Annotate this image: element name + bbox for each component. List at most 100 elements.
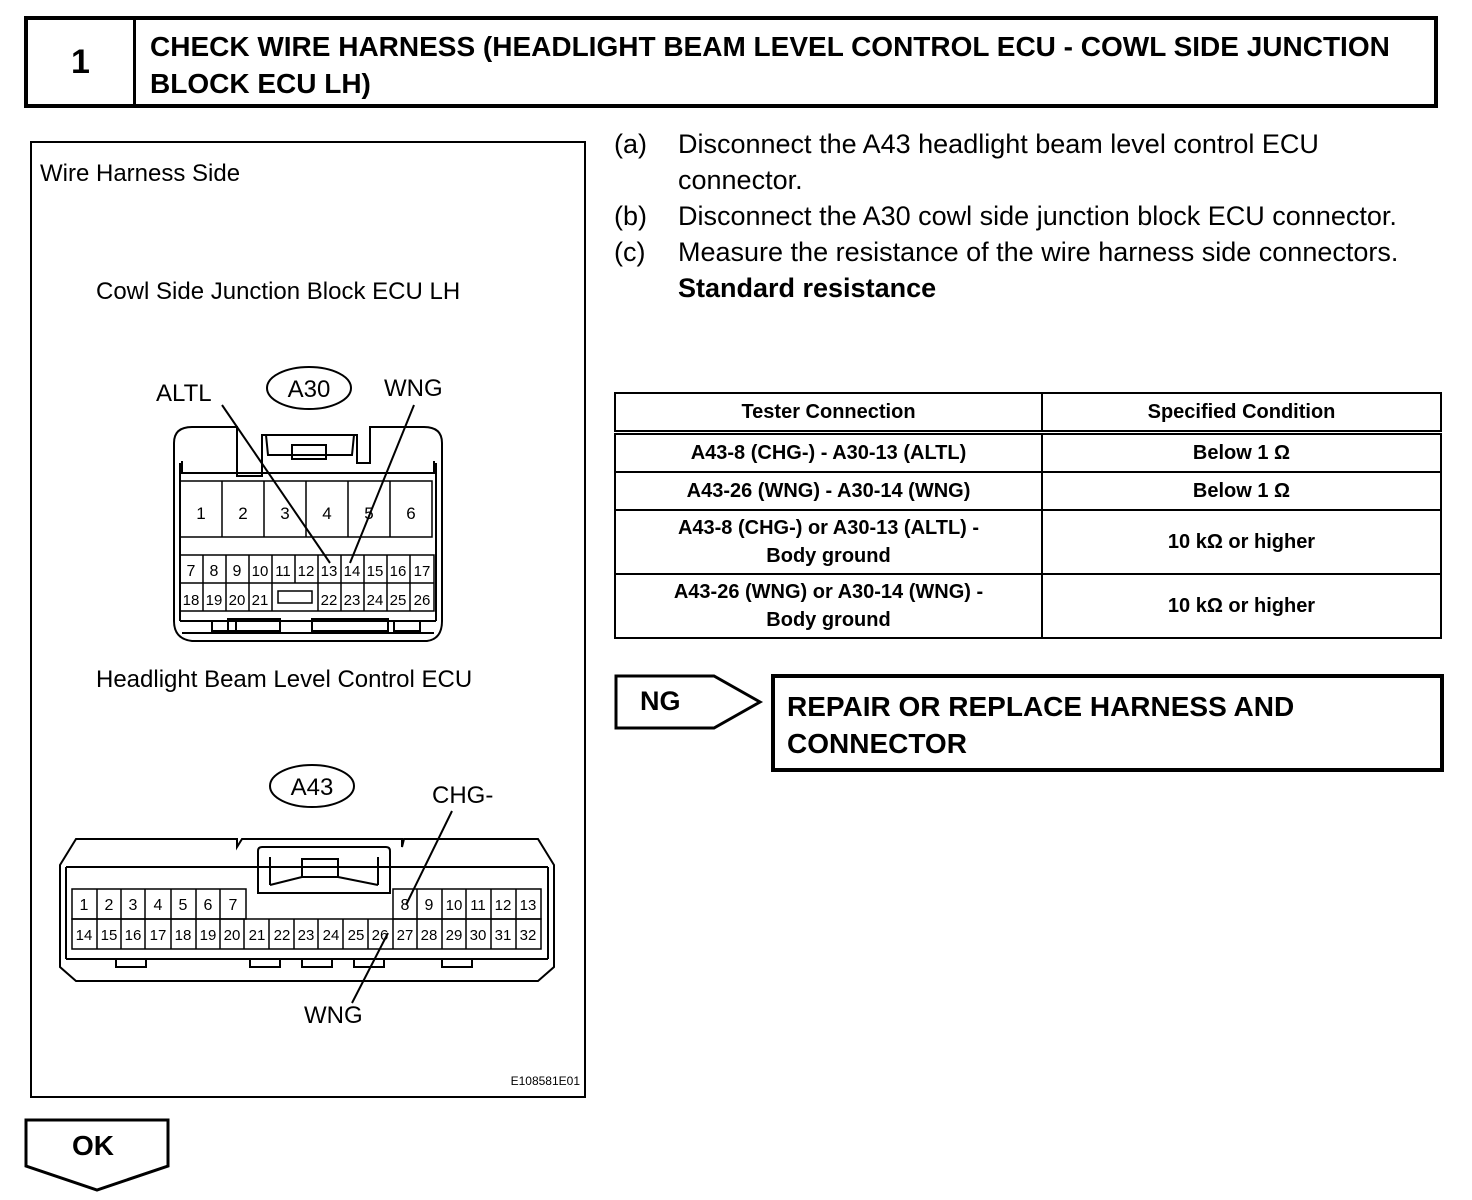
a43-pin: 29 — [446, 927, 463, 944]
a30-pin: 23 — [344, 592, 361, 609]
a30-pin: 21 — [252, 592, 269, 609]
a43-pin: 5 — [179, 897, 188, 914]
a30-pin: 24 — [367, 592, 384, 609]
table-cell: A43-26 (WNG) or A30-14 (WNG) - Body grou… — [614, 573, 1043, 639]
a30-pin: 25 — [390, 592, 407, 609]
ng-result-box: REPAIR OR REPLACE HARNESS AND CONNECTOR — [771, 674, 1444, 772]
a43-connector-name: Headlight Beam Level Control ECU — [96, 666, 472, 693]
a30-pin: 11 — [275, 563, 291, 580]
table-cell: 10 kΩ or higher — [1041, 573, 1442, 639]
ng-label: NG — [640, 686, 681, 716]
a30-pin: 14 — [344, 563, 361, 580]
a43-code: A43 — [291, 774, 334, 801]
table-row: A43-26 (WNG) - A30-14 (WNG) Below 1 Ω — [614, 471, 1442, 511]
table-cell: A43-8 (CHG-) - A30-13 (ALTL) — [614, 431, 1043, 473]
a30-pin: 7 — [187, 563, 196, 580]
a43-pin: 17 — [150, 927, 167, 944]
a43-pin: 21 — [249, 927, 266, 944]
a43-pin: 18 — [175, 927, 192, 944]
altl-leader-line — [221, 404, 331, 564]
a43-pin: 31 — [495, 927, 512, 944]
a30-pin: 13 — [321, 563, 338, 580]
table-cell: A43-26 (WNG) - A30-14 (WNG) — [614, 471, 1043, 511]
a30-label-wng: WNG — [384, 375, 443, 402]
instruction-text: Measure the resistance of the wire harne… — [678, 237, 1399, 267]
table-cell: A43-8 (CHG-) or A30-13 (ALTL) - Body gro… — [614, 509, 1043, 575]
step-title: CHECK WIRE HARNESS (HEADLIGHT BEAM LEVEL… — [150, 31, 1390, 99]
resistance-spec-table: Tester Connection Specified Condition A4… — [614, 392, 1442, 639]
a43-top-row-labels: 1 2 3 4 5 6 7 8 9 10 11 12 13 — [80, 897, 537, 914]
a43-pin: 13 — [520, 897, 537, 914]
a30-pin: 9 — [233, 563, 242, 580]
a43-pin: 12 — [495, 897, 512, 914]
instruction-label: (c) — [614, 237, 646, 267]
a43-pin: 11 — [470, 897, 486, 914]
a43-pin: 3 — [129, 897, 138, 914]
table-row: A43-8 (CHG-) - A30-13 (ALTL) Below 1 Ω — [614, 431, 1442, 473]
a30-bottom-row-labels: 18 19 20 21 22 23 24 25 26 — [183, 592, 431, 609]
instruction-item: (b) Disconnect the A30 cowl side junctio… — [614, 198, 1444, 234]
table-cell: Below 1 Ω — [1041, 431, 1442, 473]
a30-pin: 15 — [367, 563, 384, 580]
a43-pin: 15 — [101, 927, 118, 944]
table-cell: 10 kΩ or higher — [1041, 509, 1442, 575]
table-cell: Below 1 Ω — [1041, 471, 1442, 511]
instruction-item: (a) Disconnect the A43 headlight beam le… — [614, 126, 1444, 198]
a30-code: A30 — [288, 376, 331, 403]
table-header: Specified Condition — [1041, 392, 1442, 435]
a30-pin: 22 — [321, 592, 338, 609]
a30-pin: 19 — [206, 592, 223, 609]
a43-pin: 10 — [446, 897, 463, 914]
a43-pin: 2 — [105, 897, 114, 914]
a43-pin: 14 — [76, 927, 93, 944]
table-row: A43-8 (CHG-) or A30-13 (ALTL) - Body gro… — [614, 509, 1442, 575]
a43-pin: 25 — [348, 927, 365, 944]
a30-code-ellipse — [266, 366, 352, 410]
a43-pin: 20 — [224, 927, 241, 944]
a43-pin: 9 — [425, 897, 434, 914]
a30-connector-body — [173, 426, 443, 642]
a30-pin: 3 — [280, 504, 289, 523]
a30-pin: 16 — [390, 563, 407, 580]
step-number: 1 — [28, 20, 136, 104]
a43-pin: 7 — [229, 897, 238, 914]
table-header-row: Tester Connection Specified Condition — [614, 392, 1442, 435]
a30-pin: 12 — [298, 563, 315, 580]
a43-connector-body — [59, 838, 555, 982]
instruction-label: (a) — [614, 129, 647, 159]
standard-resistance-label: Standard resistance — [678, 273, 937, 303]
ok-label: OK — [72, 1130, 114, 1161]
a43-pin: 4 — [154, 897, 163, 914]
instructions: (a) Disconnect the A43 headlight beam le… — [614, 126, 1444, 306]
instruction-text: Disconnect the A30 cowl side junction bl… — [678, 201, 1397, 231]
instruction-text: Disconnect the A43 headlight beam level … — [678, 129, 1319, 195]
a30-pin: 20 — [229, 592, 246, 609]
a30-pin: 17 — [414, 563, 431, 580]
instruction-item: (c) Measure the resistance of the wire h… — [614, 234, 1444, 270]
a30-pin: 1 — [196, 504, 205, 523]
table-header: Tester Connection — [614, 392, 1043, 435]
a43-pin: 23 — [298, 927, 315, 944]
a43-pin: 8 — [401, 897, 410, 914]
a30-pin: 4 — [322, 504, 331, 523]
ng-arrow-icon — [614, 674, 764, 730]
a30-pin: 2 — [238, 504, 247, 523]
a43-pin: 28 — [421, 927, 438, 944]
a43-pin: 24 — [323, 927, 340, 944]
a30-label-altl: ALTL — [156, 380, 212, 407]
a43-pin: 6 — [204, 897, 213, 914]
table-cell-line: Body ground — [766, 609, 891, 631]
figure-heading: Wire Harness Side — [40, 160, 240, 187]
wire-harness-figure: Wire Harness Side Cowl Side Junction Blo… — [30, 141, 586, 1098]
a30-pin: 18 — [183, 592, 200, 609]
wng-leader-line — [349, 404, 415, 564]
a30-pin: 10 — [252, 563, 269, 580]
ok-arrow-icon — [24, 1118, 170, 1192]
a43-pin: 27 — [397, 927, 414, 944]
connector-diagram: Wire Harness Side Cowl Side Junction Blo… — [40, 160, 580, 1088]
a43-pin: 32 — [520, 927, 537, 944]
chg-leader-line — [405, 810, 453, 906]
instruction-label: (b) — [614, 201, 647, 231]
a30-connector-name: Cowl Side Junction Block ECU LH — [96, 278, 460, 305]
a43-label-wng: WNG — [304, 1002, 363, 1029]
